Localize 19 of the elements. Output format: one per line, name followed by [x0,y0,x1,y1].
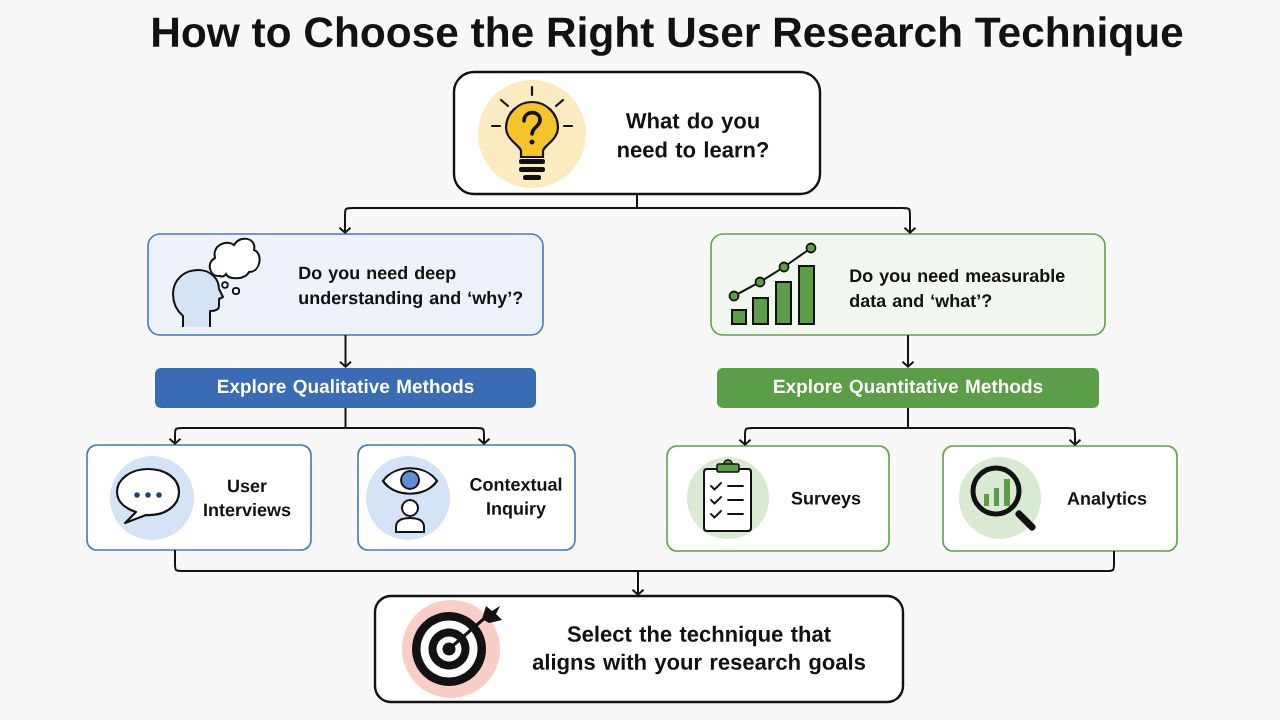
arrow [636,207,917,234]
method-banner: Explore Quantitative Methods [717,368,1099,408]
arrow [344,427,491,445]
connector-line [907,407,909,429]
arrow [901,334,915,368]
arrow [339,334,352,368]
arrow [907,427,1082,446]
arrow [631,570,645,596]
arrow [738,427,909,446]
arrow [338,207,638,234]
question-box: Do you need deep understanding and ‘why’? [147,233,544,336]
connector-line [637,550,1115,572]
title: How to Choose the Right User Research Technique [153,16,1183,56]
connector-line [174,549,639,572]
connector-line [344,407,347,429]
connector-line [636,193,638,209]
question-box: Do you need measurable data and ‘what’? [710,233,1106,336]
arrow [168,427,347,445]
method-banner: Explore Qualitative Methods [155,368,536,408]
